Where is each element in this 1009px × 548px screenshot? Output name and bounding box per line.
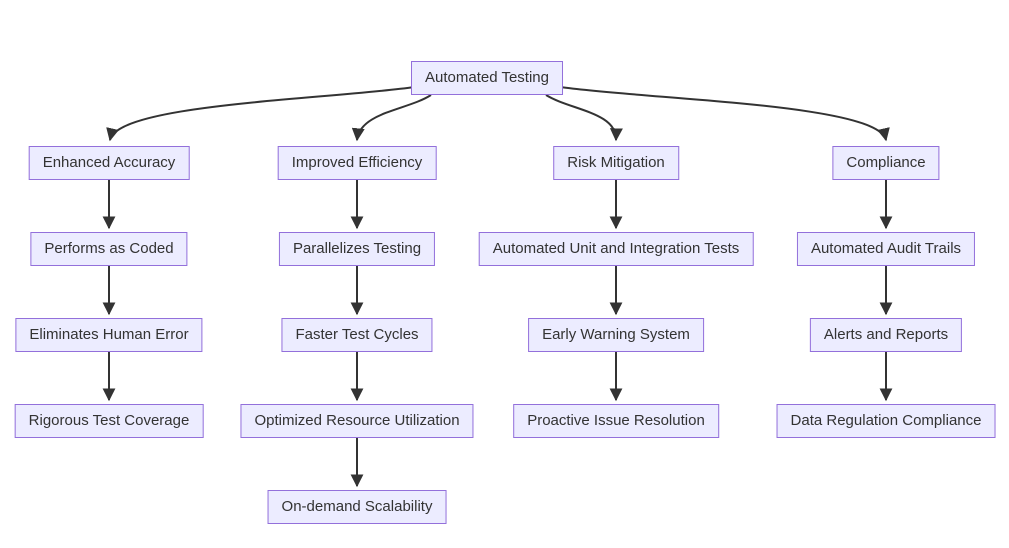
edge-root-to-improved-efficiency bbox=[351, 94, 432, 142]
node-automated-unit-and-integration-tests: Automated Unit and Integration Tests bbox=[478, 232, 754, 266]
node-risk-mitigation: Risk Mitigation bbox=[553, 146, 679, 180]
node-early-warning-system: Early Warning System bbox=[528, 318, 704, 352]
node-performs-as-coded: Performs as Coded bbox=[30, 232, 188, 266]
node-compliance: Compliance bbox=[832, 146, 940, 180]
node-parallelizes-testing: Parallelizes Testing bbox=[278, 232, 436, 266]
node-rigorous-test-coverage: Rigorous Test Coverage bbox=[14, 404, 204, 438]
edge-root-to-risk-mitigation bbox=[545, 94, 623, 142]
node-enhanced-accuracy: Enhanced Accuracy bbox=[28, 146, 190, 180]
node-optimized-resource-utilization: Optimized Resource Utilization bbox=[240, 404, 474, 438]
node-automated-audit-trails: Automated Audit Trails bbox=[796, 232, 976, 266]
node-eliminates-human-error: Eliminates Human Error bbox=[15, 318, 203, 352]
node-data-regulation-compliance: Data Regulation Compliance bbox=[776, 404, 996, 438]
node-automated-testing: Automated Testing bbox=[411, 61, 563, 95]
edge-root-to-compliance bbox=[559, 86, 890, 142]
edge-root-to-enhanced-accuracy bbox=[106, 86, 416, 142]
node-alerts-and-reports: Alerts and Reports bbox=[809, 318, 963, 352]
node-improved-efficiency: Improved Efficiency bbox=[277, 146, 437, 180]
node-proactive-issue-resolution: Proactive Issue Resolution bbox=[513, 404, 719, 438]
node-on-demand-scalability: On-demand Scalability bbox=[267, 490, 447, 524]
node-faster-test-cycles: Faster Test Cycles bbox=[281, 318, 433, 352]
